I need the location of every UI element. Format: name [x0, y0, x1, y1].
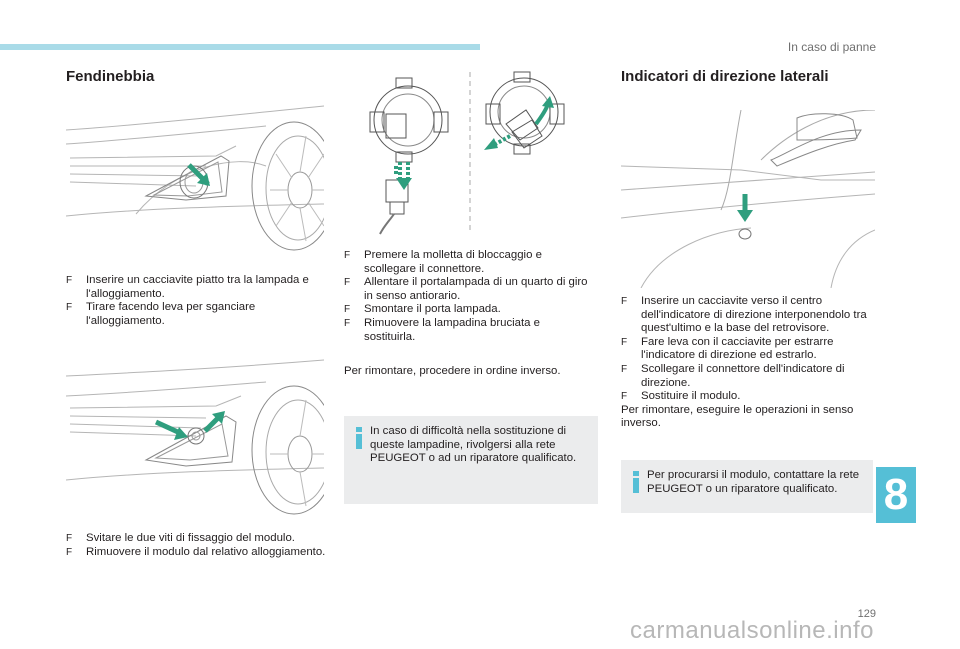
- info-box: In caso di difficoltà nella sostituzione…: [344, 416, 598, 504]
- watermark: carmanualsonline.info: [630, 617, 874, 644]
- bullet-icon: F: [621, 296, 628, 307]
- info-box-module: Per procurarsi il modulo, contattare la …: [621, 460, 873, 513]
- bullet-icon: F: [621, 336, 628, 348]
- bullet-icon: F: [344, 277, 351, 289]
- chapter-tab: 8: [876, 467, 916, 523]
- bullet-icon: F: [66, 546, 73, 558]
- bullet-icon: F: [621, 391, 628, 403]
- info-icon: [356, 427, 362, 449]
- indicatori-heading: Indicatori di direzione laterali: [621, 68, 829, 85]
- bullet-icon: F: [66, 275, 73, 286]
- bullet-icon: F: [344, 317, 351, 329]
- fog-lamp-illustration-2: [66, 356, 324, 521]
- info-text: In caso di difficoltà nella sostituzione…: [370, 425, 577, 465]
- fog-lamp-illustration-1: [66, 96, 324, 256]
- indicator-reassembly-note: Per rimontare, eseguire le operazioni in…: [621, 403, 854, 430]
- bullet-icon: F: [66, 302, 73, 314]
- info-text: Per procurarsi il modulo, contattare la …: [647, 469, 860, 495]
- bullet-icon: F: [66, 533, 73, 544]
- fendinebbia-heading: Fendinebbia: [66, 68, 155, 85]
- bullet-icon: F: [344, 250, 351, 261]
- side-indicator-illustration: [621, 110, 875, 288]
- chapter-number: 8: [883, 470, 909, 519]
- reassembly-note: Per rimontare, procedere in ordine inver…: [344, 365, 561, 377]
- bullet-icon: F: [344, 304, 351, 316]
- page-number: 129: [857, 608, 876, 620]
- lamp-holder-illustration: [356, 70, 594, 236]
- header-accent-bar: [0, 44, 480, 50]
- info-icon: [633, 471, 639, 493]
- bullet-icon: F: [621, 363, 628, 375]
- section-title: In caso di panne: [787, 40, 876, 54]
